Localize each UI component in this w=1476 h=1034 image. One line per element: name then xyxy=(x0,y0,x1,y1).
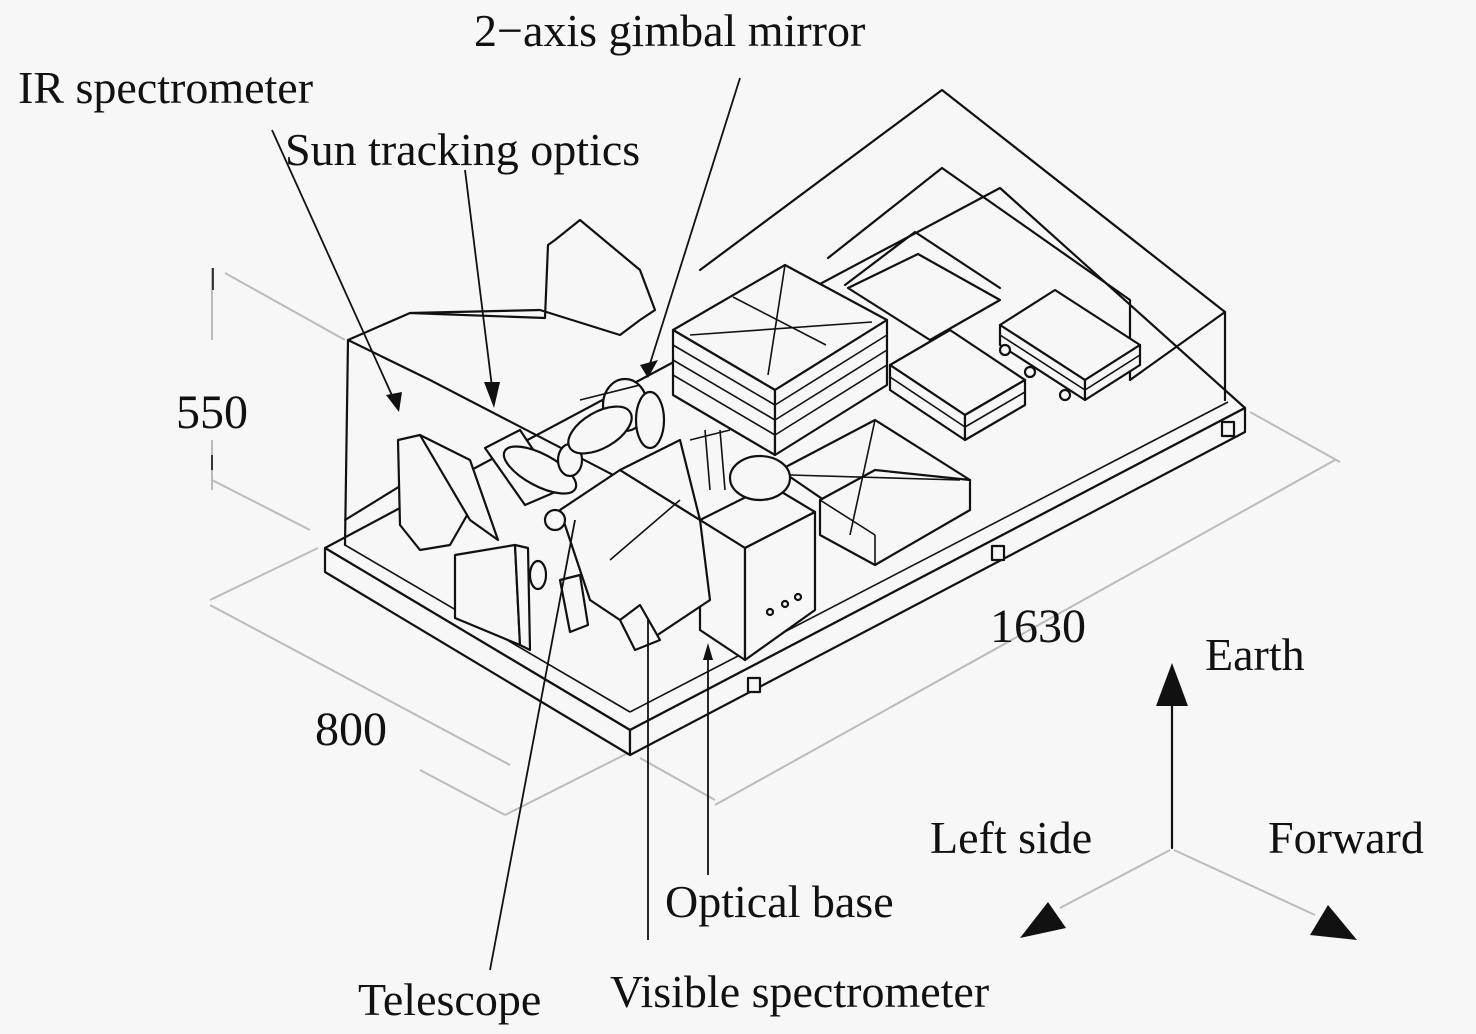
length-dim-line xyxy=(714,459,1336,806)
arrowhead-ir xyxy=(386,392,402,412)
axis-left-line xyxy=(1059,849,1171,909)
axis-label-forward: Forward xyxy=(1268,812,1424,863)
dimension-labels: 550 800 1630 xyxy=(176,386,1086,756)
leader-ir-spectrometer xyxy=(271,129,396,403)
label-gimbal-mirror: 2−axis gimbal mirror xyxy=(474,5,865,56)
label-ir-spectrometer: IR spectrometer xyxy=(18,62,313,113)
height-ext-bottom xyxy=(211,479,311,531)
axis-forward-line xyxy=(1173,849,1316,916)
dim-length-1630: 1630 xyxy=(990,600,1086,653)
leader-gimbal xyxy=(647,77,741,371)
arrowhead-gimbal xyxy=(640,360,658,378)
dimension-lines xyxy=(209,268,1341,816)
label-sun-tracking-optics: Sun tracking optics xyxy=(285,124,640,175)
leader-sun-tracking xyxy=(464,169,494,396)
axis-earth-arrow-icon xyxy=(1156,663,1188,706)
orientation-axes: Earth Left side Forward xyxy=(930,629,1424,940)
length-ext-left xyxy=(639,757,716,801)
arrowhead-optical-base xyxy=(703,643,713,660)
dim-width-800: 800 xyxy=(315,703,387,756)
dim-height-550: 550 xyxy=(176,386,248,439)
axis-label-earth: Earth xyxy=(1205,629,1305,680)
height-ext-top xyxy=(224,272,346,341)
leader-telescope xyxy=(489,519,576,971)
stacked-box-assembly xyxy=(671,263,889,457)
base-front-right xyxy=(628,406,1247,757)
width-ext-left xyxy=(209,547,319,601)
base-inner-edge-right xyxy=(629,401,1229,713)
width-ext-right xyxy=(504,751,631,816)
leader-lines xyxy=(271,77,741,971)
labels: 2−axis gimbal mirror IR spectrometer Sun… xyxy=(18,5,989,1025)
axis-forward-arrow-icon xyxy=(1310,905,1357,940)
label-visible-spectrometer: Visible spectrometer xyxy=(610,966,989,1017)
axis-left-arrow-icon xyxy=(1020,902,1066,938)
base-foot xyxy=(746,676,762,694)
arrowhead-sun xyxy=(484,382,500,408)
label-optical-base: Optical base xyxy=(665,876,894,927)
base-foot xyxy=(990,544,1006,562)
width-dim-line xyxy=(209,604,511,766)
axis-label-left-side: Left side xyxy=(930,812,1092,863)
lower-center-platform xyxy=(778,418,972,567)
optics-cluster xyxy=(396,377,792,652)
base-foot xyxy=(1220,420,1236,438)
far-right-box xyxy=(998,288,1142,402)
middle-right-box xyxy=(846,252,1027,442)
label-telescope: Telescope xyxy=(358,974,541,1025)
length-ext-right xyxy=(1249,411,1341,463)
width-dim-line2 xyxy=(419,769,506,816)
